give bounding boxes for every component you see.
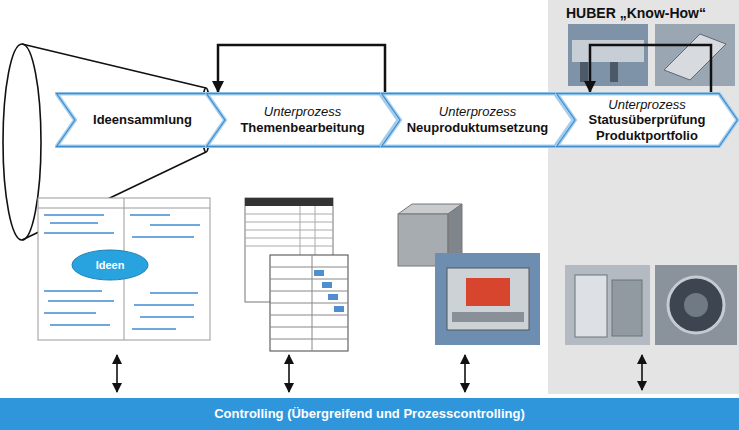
chevron-glow xyxy=(57,94,229,147)
process-label: Neuproduktumsetzung xyxy=(407,120,549,136)
scribble xyxy=(44,232,114,234)
band-label: Controlling (Übergreifend und Prozesscon… xyxy=(214,406,525,422)
funnel-mouth xyxy=(3,44,41,240)
gantt-bars xyxy=(314,270,344,312)
gantt-bar xyxy=(314,270,324,276)
chevron-border xyxy=(57,94,229,147)
grid-line xyxy=(245,214,333,215)
grid-line xyxy=(270,291,348,292)
photo-detail xyxy=(572,40,644,62)
scribble xyxy=(130,214,170,216)
process-chevron: Ideensammlung xyxy=(55,92,230,148)
grid-line xyxy=(270,315,348,316)
product-photo xyxy=(435,253,540,345)
document-image xyxy=(38,198,210,340)
photo-detail xyxy=(575,275,607,337)
process-label: Unterprozess xyxy=(439,104,516,120)
process-chevron: UnterprozessNeuproduktumsetzung xyxy=(380,92,575,148)
photo xyxy=(655,265,737,345)
chevron-border xyxy=(557,94,738,147)
gantt-grid xyxy=(270,255,348,351)
know-how-panel: HUBER „Know-How“ UnterprozessStatusüberpr… xyxy=(548,0,739,394)
document-scribbles xyxy=(44,214,200,330)
chevron-border xyxy=(382,94,574,147)
grid-line xyxy=(270,279,348,280)
photo-detail xyxy=(684,293,708,317)
scribble xyxy=(134,304,194,306)
process-chevron: UnterprozessStatusüberprüfung Produktpor… xyxy=(555,92,739,148)
bubble-label: Ideen xyxy=(96,259,125,271)
feedback-arrow xyxy=(218,45,385,92)
grid-line xyxy=(270,303,348,304)
funnel-edge xyxy=(22,44,206,88)
photo-detail xyxy=(664,34,726,80)
scribble xyxy=(140,316,194,318)
grid-line xyxy=(245,230,333,231)
scribble xyxy=(132,328,176,330)
process-chevron: UnterprozessThemenbearbeitung xyxy=(205,92,400,148)
scribble xyxy=(44,214,104,216)
table-header xyxy=(245,198,333,206)
machine-detail xyxy=(466,278,510,306)
process-label: Unterprozess xyxy=(264,104,341,120)
scribble xyxy=(150,224,200,226)
chevron-glow xyxy=(207,94,399,147)
process-label: Themenbearbeitung xyxy=(240,120,364,136)
gantt-bar xyxy=(334,306,344,312)
photo-detail xyxy=(580,62,588,82)
double-arrow xyxy=(288,355,290,392)
photo xyxy=(568,24,648,86)
scribble xyxy=(50,324,110,326)
grid-line xyxy=(312,255,313,351)
double-arrow xyxy=(464,355,466,392)
controlling-band: Controlling (Übergreifend und Prozesscon… xyxy=(0,398,739,430)
process-label: Statusüberprüfung Produktportfolio xyxy=(579,112,715,143)
feedback-arrow xyxy=(590,45,711,92)
gantt-image xyxy=(270,255,348,351)
scribble xyxy=(44,290,102,292)
double-arrow xyxy=(641,355,643,390)
chevron-glow xyxy=(557,94,738,147)
idea-bubble xyxy=(72,250,148,280)
double-arrow xyxy=(116,355,118,392)
machine-body xyxy=(447,268,529,330)
scribble xyxy=(48,300,114,302)
process-label: Ideensammlung xyxy=(93,112,192,128)
grid-line xyxy=(270,339,348,340)
document-rule xyxy=(38,208,210,209)
photo-detail xyxy=(612,280,642,336)
photo xyxy=(655,24,735,86)
photo xyxy=(565,265,650,345)
scribble xyxy=(132,236,194,238)
panel-heading: HUBER „Know-How“ xyxy=(566,5,739,22)
scribble xyxy=(50,222,98,224)
gantt-bar xyxy=(328,294,338,300)
grid-line xyxy=(270,327,348,328)
machine-detail xyxy=(452,312,524,322)
chevron-border xyxy=(207,94,399,147)
photo-detail xyxy=(668,277,724,333)
scribble xyxy=(150,292,198,294)
grid-line xyxy=(245,238,333,239)
grid-line xyxy=(270,267,348,268)
panel-ground xyxy=(548,0,739,394)
gantt-bar xyxy=(322,282,332,288)
process-label: Unterprozess xyxy=(608,97,685,113)
chevron-glow xyxy=(382,94,574,147)
grid-line xyxy=(245,222,333,223)
grid-line xyxy=(245,246,333,247)
photo-detail xyxy=(610,62,618,82)
scribble xyxy=(44,312,96,314)
